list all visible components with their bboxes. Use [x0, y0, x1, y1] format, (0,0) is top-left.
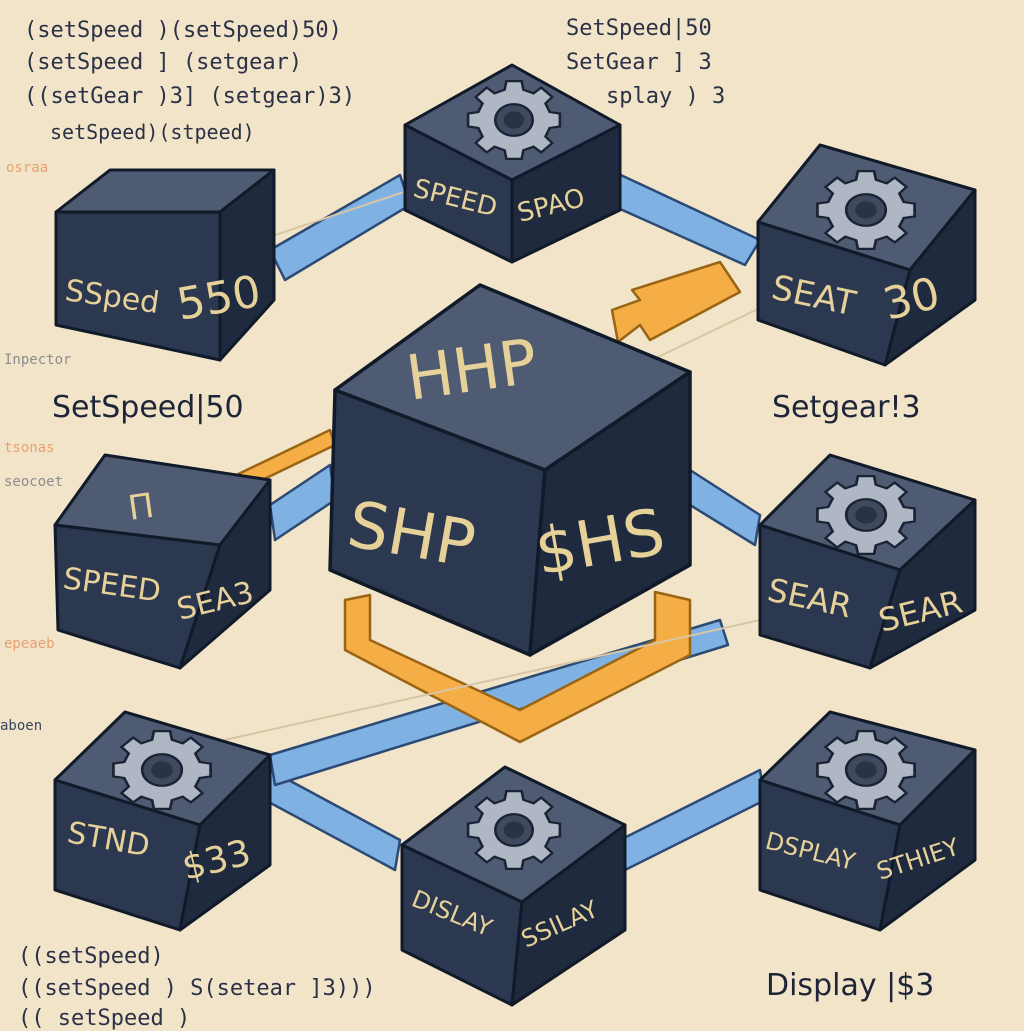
gear-icon [816, 169, 916, 251]
code-line-top-1: (setSpeed )(setSpeed)50) [24, 18, 342, 43]
center-top-text: HHP [402, 324, 542, 414]
gear-icon [466, 79, 562, 161]
orange-connectors [203, 260, 742, 744]
module-mid-left-top: Π [126, 486, 157, 529]
code-fragment-boot: aboen [0, 718, 43, 734]
code-line-bottom-3: (( setSpeed ) [18, 1006, 191, 1031]
gear-icon [816, 474, 916, 556]
connector-bl-bm [263, 768, 402, 872]
label-set-speed: SetSpeed|50 [52, 390, 244, 425]
code-line-top-3: ((setGear )3] (setgear)3) [24, 84, 356, 109]
orange-bracket [343, 590, 692, 744]
gear-icon [816, 729, 916, 811]
connector-tl-tm [268, 173, 412, 282]
module-mid-left [53, 453, 272, 670]
code-fragment-red: tsonas [4, 440, 55, 456]
connector-tm-tr [598, 168, 762, 267]
code-line-bottom-2: ((setSpeed ) S(setear ]3))) [18, 976, 376, 1001]
label-display: Display |$3 [766, 968, 935, 1003]
gear-icon [112, 729, 212, 811]
code-line-top-right-1: SetSpeed|50 [566, 16, 712, 41]
code-fragment-orange-1: osraa [6, 160, 49, 176]
code-line-top-2: (setSpeed ] (setgear) [24, 50, 303, 75]
connector-ml-center [268, 463, 337, 542]
orange-arrow-right [610, 260, 742, 344]
code-line-bottom-1: ((setSpeed) [18, 944, 164, 969]
gear-icon [466, 789, 562, 871]
code-line-top-right-2: SetGear ] 3 [566, 50, 712, 75]
label-set-gear: Setgear!3 [772, 390, 921, 425]
code-line-top-right-3: splay ) 3 [606, 84, 726, 109]
connector-center-mr [688, 468, 762, 547]
code-fragment-gray: seocoet [4, 474, 64, 490]
code-line-top-4: setSpeed)(stpeed) [50, 120, 255, 144]
module-center [328, 283, 692, 657]
module-top-left [54, 168, 276, 362]
code-fragment-inspect: Inpector [4, 352, 72, 368]
connector-bm-br [618, 768, 767, 872]
code-fragment-orange-2: epeaeb [4, 636, 55, 652]
